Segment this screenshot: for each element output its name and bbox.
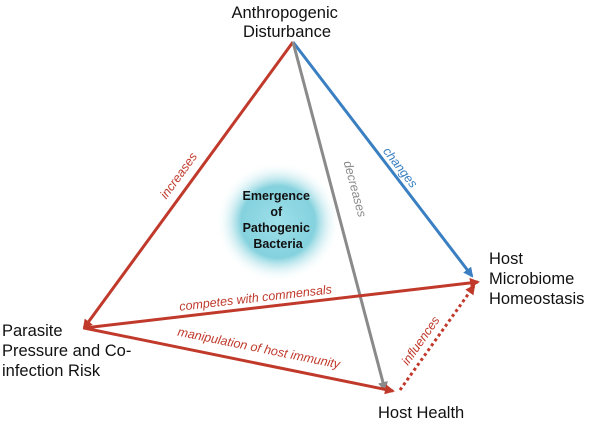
node-anthropogenic-line-2: Disturbance xyxy=(243,23,331,41)
arrow-increases xyxy=(82,41,295,330)
node-parasite-pressure: Parasite Pressure and Co- infection Risk xyxy=(2,322,136,380)
node-anthropogenic-line-1: Anthropogenic xyxy=(231,4,337,22)
node-host-microbiome-homeostasis: Host Microbiome Homeostasis xyxy=(489,250,584,308)
center-line-3: Pathogenic xyxy=(243,221,310,235)
label-decreases: decreases xyxy=(341,159,369,218)
node-microbiome-line-3: Homeostasis xyxy=(489,290,584,308)
arrow-influences xyxy=(398,284,476,391)
arrow-manipulation xyxy=(83,326,395,395)
arrow-competes xyxy=(83,277,480,330)
center-label: Emergence of Pathogenic Bacteria xyxy=(243,189,314,251)
center-line-2: of xyxy=(270,205,283,219)
center-glow xyxy=(216,162,340,282)
arrow-decreases xyxy=(291,41,388,392)
node-host-health: Host Health xyxy=(378,404,464,422)
node-microbiome-line-1: Host xyxy=(489,250,523,268)
node-microbiome-line-2: Microbiome xyxy=(489,270,574,288)
center-line-1: Emergence xyxy=(243,189,310,203)
node-parasite-line-2: Pressure and Co- xyxy=(2,342,131,360)
center-line-4: Bacteria xyxy=(253,237,303,251)
node-parasite-line-3: infection Risk xyxy=(2,362,101,380)
node-health-line-1: Host Health xyxy=(378,404,464,422)
node-anthropogenic-disturbance: Anthropogenic Disturbance xyxy=(231,4,342,41)
arrow-changes xyxy=(291,41,474,278)
node-parasite-line-1: Parasite xyxy=(2,322,63,340)
